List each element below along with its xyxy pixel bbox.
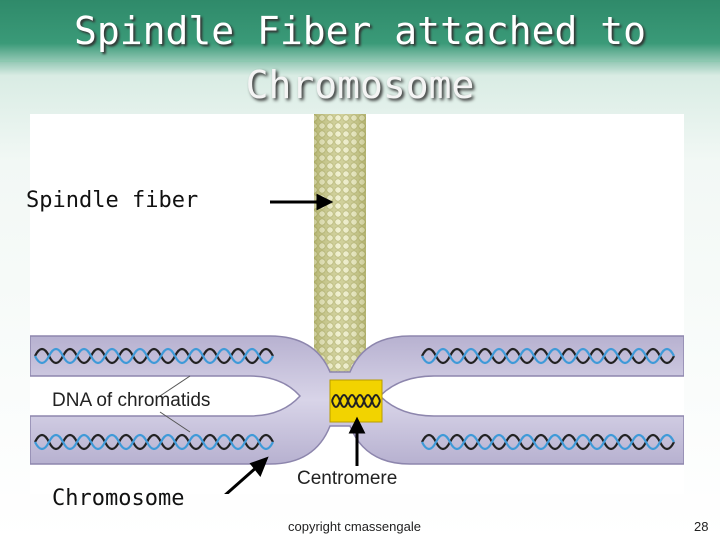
spindle-fiber-label: Spindle fiber (26, 188, 199, 213)
title-line-1: Spindle Fiber attached to (74, 9, 646, 53)
centromere-arrowhead (348, 416, 366, 434)
centromere-shape (329, 379, 383, 423)
spindle-fiber-shape (314, 114, 366, 376)
dna-strands-top (34, 347, 675, 365)
chromosome-label: Chromosome (52, 486, 185, 511)
slide-title: Spindle Fiber attached to Chromosome (0, 4, 720, 112)
centromere-label: Centromere (297, 468, 398, 489)
leader-lines (159, 375, 191, 433)
chromosome-arrow (214, 464, 259, 506)
dna-of-chromatids-label: DNA of chromatids (52, 390, 211, 411)
spindle-fiber-arrowhead (316, 193, 334, 211)
page-number: 28 (694, 519, 709, 534)
title-line-2: Chromosome (245, 63, 475, 107)
copyright-text: copyright cmassengale (288, 519, 421, 534)
dna-strands-bottom (34, 433, 675, 451)
chromosome-illustration (29, 114, 685, 506)
chromosome-arrowhead (249, 456, 269, 477)
header-rule (0, 60, 720, 62)
chromosome-figure (29, 114, 685, 506)
